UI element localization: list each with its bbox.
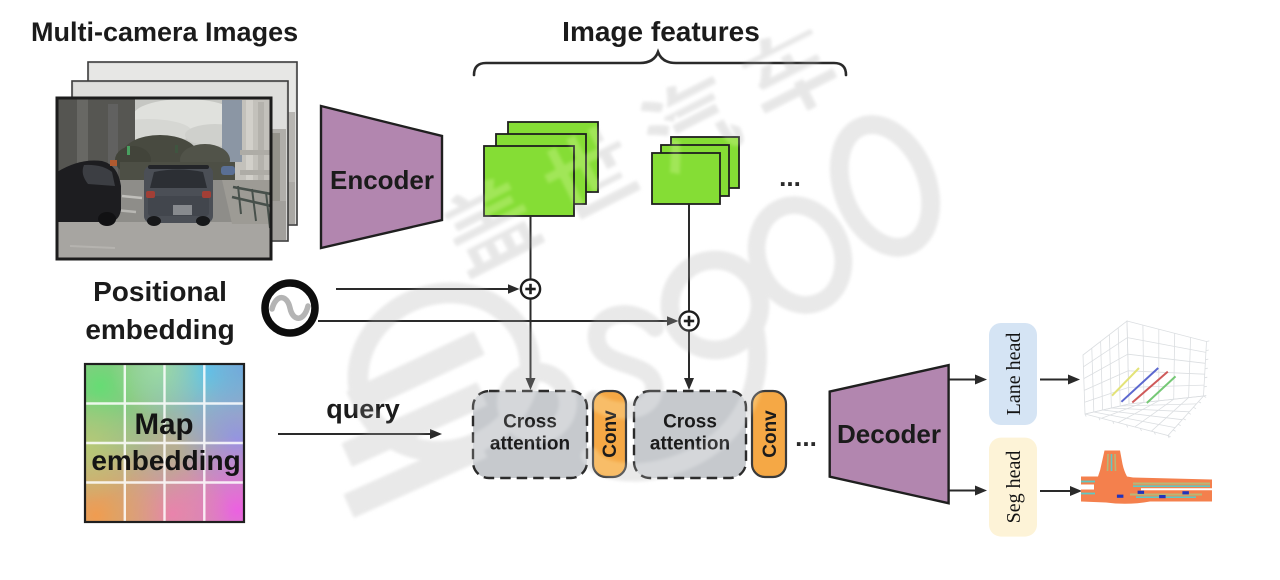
svg-text:Multi-camera Images: Multi-camera Images [31, 17, 298, 47]
svg-text:embedding: embedding [85, 314, 234, 345]
svg-text:Map: Map [135, 408, 194, 441]
svg-text:Conv: Conv [760, 410, 781, 458]
svg-text:Decoder: Decoder [837, 419, 941, 449]
svg-text:Seg head: Seg head [1003, 451, 1025, 524]
svg-text:Encoder: Encoder [330, 165, 434, 195]
svg-text:...: ... [779, 162, 801, 192]
svg-text:Conv: Conv [600, 410, 621, 458]
svg-text:Cross: Cross [663, 412, 717, 433]
svg-text:embedding: embedding [91, 445, 240, 476]
svg-text:...: ... [795, 422, 817, 452]
svg-text:Positional: Positional [93, 276, 227, 307]
svg-text:Lane head: Lane head [1003, 333, 1025, 416]
svg-text:Image features: Image features [562, 16, 760, 47]
